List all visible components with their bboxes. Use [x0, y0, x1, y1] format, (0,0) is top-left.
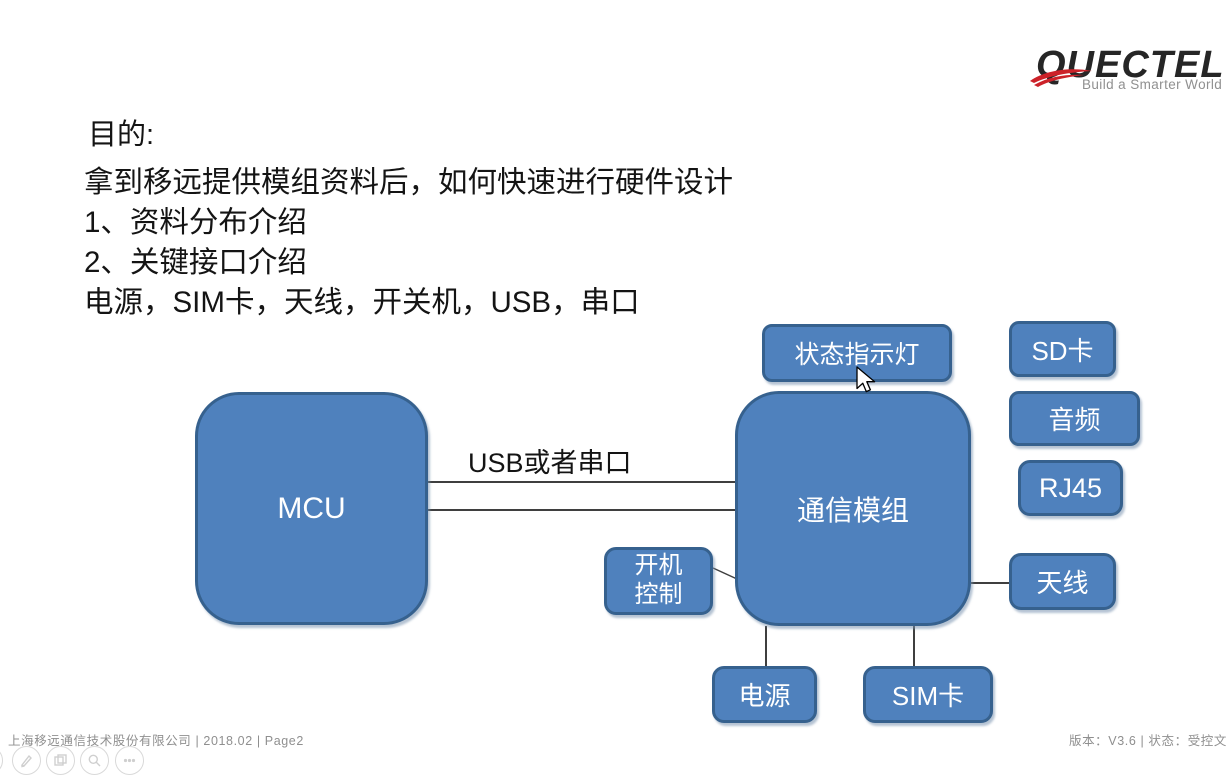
slide-line-interfaces: 电源，SIM卡，天线，开关机，USB，串口 [84, 286, 640, 319]
module-antenna-link-line [971, 582, 1009, 584]
more-dots-icon [123, 758, 136, 763]
diagram-node-antenna: 天线 [1009, 553, 1116, 610]
power-on-control-label: 开机 控制 [634, 552, 683, 608]
pen-annotate-button[interactable] [12, 746, 41, 775]
diagram-node-audio: 音频 [1009, 391, 1140, 446]
player-button-edge-partial[interactable] [0, 746, 3, 775]
comm-module-label: 通信模组 [796, 494, 909, 526]
mcu-module-link-line-2 [428, 509, 736, 511]
slide-body: 拿到移远提供模组资料后，如何快速进行硬件设计 1、资料分布介绍 2、关键接口介绍… [84, 163, 733, 323]
module-power-link-line [765, 626, 767, 666]
mcu-module-link-line-1 [428, 481, 736, 483]
quectel-logo-swoosh-icon [1030, 69, 1092, 87]
quectel-logo-text: QUECTEL [1036, 44, 1225, 86]
powerctrl-module-link-line [712, 567, 738, 580]
pen-icon [20, 754, 32, 768]
mcu-label: MCU [277, 491, 346, 525]
diagram-node-sd-card: SD卡 [1009, 321, 1116, 377]
rj45-label: RJ45 [1038, 472, 1103, 503]
screenshot-button[interactable] [46, 746, 75, 775]
footer-company-date-page: 上海移远通信技术股份有限公司 | 2018.02 | Page2 [8, 734, 304, 748]
power-label: 电源 [738, 681, 791, 711]
diagram-node-power-on-control: 开机 控制 [604, 547, 713, 615]
diagram-node-rj45: RJ45 [1018, 460, 1123, 516]
footer-version-status: 版本：V3.6 | 状态：受控文 [1068, 734, 1227, 748]
magnifier-icon [88, 754, 101, 767]
diagram-node-mcu: MCU [195, 392, 428, 625]
screenshot-icon [54, 754, 67, 766]
sim-card-label: SIM卡 [891, 681, 965, 711]
audio-label: 音频 [1048, 405, 1101, 435]
mouse-cursor-icon [856, 366, 876, 393]
module-sim-link-line [913, 626, 915, 666]
quectel-logo-tagline: Build a Smarter World [1082, 77, 1223, 92]
more-options-button[interactable] [115, 746, 144, 775]
slide-line-item1: 1、资料分布介绍 [84, 206, 307, 239]
slide-heading: 目的: [88, 119, 155, 151]
diagram-node-comm-module: 通信模组 [735, 391, 971, 626]
diagram-node-power: 电源 [712, 666, 817, 723]
sd-card-label: SD卡 [1031, 335, 1094, 366]
mcu-module-link-label: USB或者串口 [468, 448, 632, 478]
diagram-node-sim-card: SIM卡 [863, 666, 993, 723]
antenna-label: 天线 [1036, 568, 1089, 598]
slide-line-item2: 2、关键接口介绍 [84, 246, 307, 279]
slide-line-intro: 拿到移远提供模组资料后，如何快速进行硬件设计 [84, 166, 734, 199]
status-led-label: 状态指示灯 [794, 341, 920, 369]
magnifier-button[interactable] [80, 746, 109, 775]
